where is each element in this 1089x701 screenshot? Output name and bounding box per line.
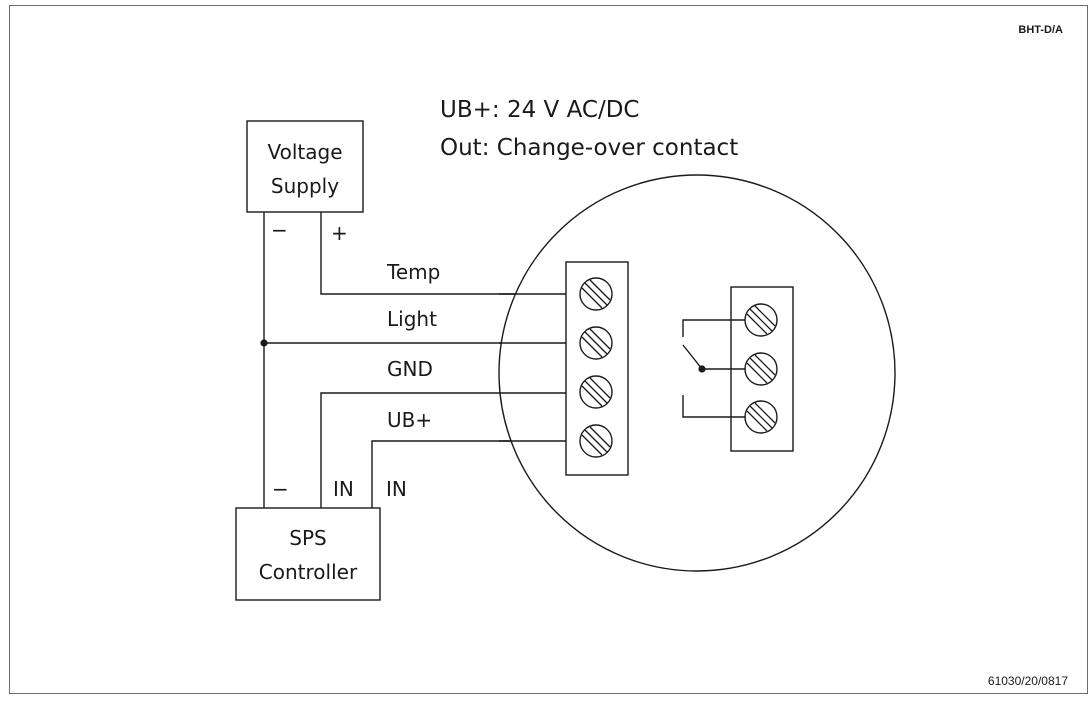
relay-screw-2 xyxy=(744,352,778,386)
sps-controller-box xyxy=(235,507,381,601)
controller-label-1: SPS xyxy=(289,526,326,550)
supply-plus-label: + xyxy=(331,221,348,245)
relay-screw-1 xyxy=(744,303,778,337)
wire-label-light: Light xyxy=(387,307,437,331)
controller-in1-label: IN xyxy=(333,477,354,501)
junction-dot xyxy=(260,339,268,347)
spec-supply-voltage: UB+: 24 V AC/DC xyxy=(440,97,639,123)
terminal-screw-temp xyxy=(579,277,613,311)
voltage-supply-box xyxy=(246,120,364,213)
input-terminal-block xyxy=(565,261,629,476)
device-housing xyxy=(498,174,896,572)
controller-label-2: Controller xyxy=(259,560,358,584)
voltage-supply-label-2: Supply xyxy=(271,174,339,198)
terminal-screw-light xyxy=(579,326,613,360)
changeover-contact-symbol xyxy=(682,319,745,418)
spec-output: Out: Change-over contact xyxy=(440,135,738,161)
doc-code: BHT-D/A xyxy=(1018,24,1063,36)
wire-temp xyxy=(320,212,585,295)
supply-minus-label: − xyxy=(271,218,288,242)
wire-label-gnd: GND xyxy=(387,357,433,381)
wire-label-ubplus: UB+ xyxy=(387,408,432,432)
controller-minus-label: − xyxy=(272,477,289,501)
wire-gnd xyxy=(320,392,585,508)
voltage-supply-label-1: Voltage xyxy=(267,140,342,164)
relay-screw-3 xyxy=(744,400,778,434)
wire-label-temp: Temp xyxy=(386,260,440,284)
terminal-screw-gnd xyxy=(579,375,613,409)
terminal-screw-ubplus xyxy=(579,424,613,458)
drawing-number: 61030/20/0817 xyxy=(988,674,1068,688)
controller-in2-label: IN xyxy=(386,477,407,501)
